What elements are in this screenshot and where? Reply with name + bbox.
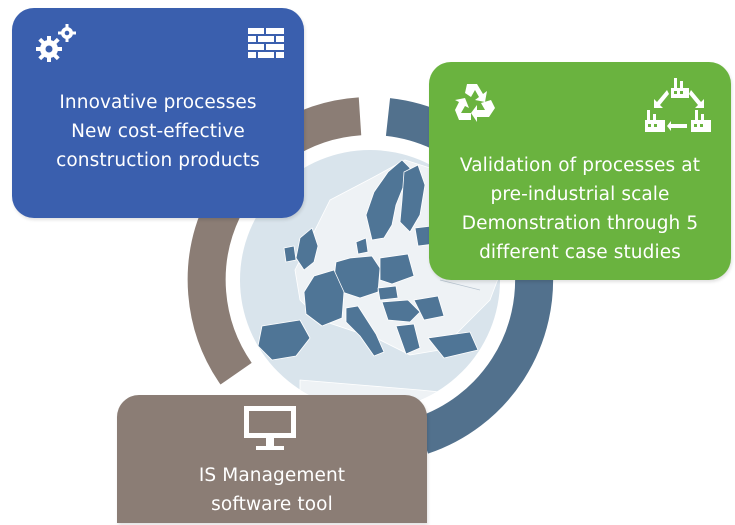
- validation-box: Validation of processes at pre-industria…: [429, 62, 731, 280]
- processes-line-2: New cost-effective: [71, 121, 245, 142]
- validation-line-1: Validation of processes at: [459, 155, 701, 176]
- factory-cycle-icon: [645, 78, 711, 132]
- validation-line-4: different case studies: [479, 242, 681, 263]
- processes-line-1: Innovative processes: [59, 92, 257, 113]
- software-line-2: software tool: [211, 494, 333, 515]
- software-text: IS Management software tool: [117, 461, 427, 519]
- processes-text: Innovative processes New cost-effective …: [12, 88, 304, 175]
- validation-line-3: Demonstration through 5: [461, 213, 699, 234]
- software-line-1: IS Management: [198, 465, 346, 486]
- validation-text: Validation of processes at pre-industria…: [429, 151, 731, 267]
- processes-line-3: construction products: [56, 150, 260, 171]
- gears-icon: [36, 24, 76, 62]
- processes-box: Innovative processes New cost-effective …: [12, 8, 304, 218]
- software-box: IS Management software tool: [117, 395, 427, 523]
- validation-line-2: pre-industrial scale: [490, 184, 670, 205]
- brick-wall-icon: [248, 28, 284, 58]
- recycle-icon: [455, 84, 495, 122]
- monitor-icon: [244, 406, 296, 450]
